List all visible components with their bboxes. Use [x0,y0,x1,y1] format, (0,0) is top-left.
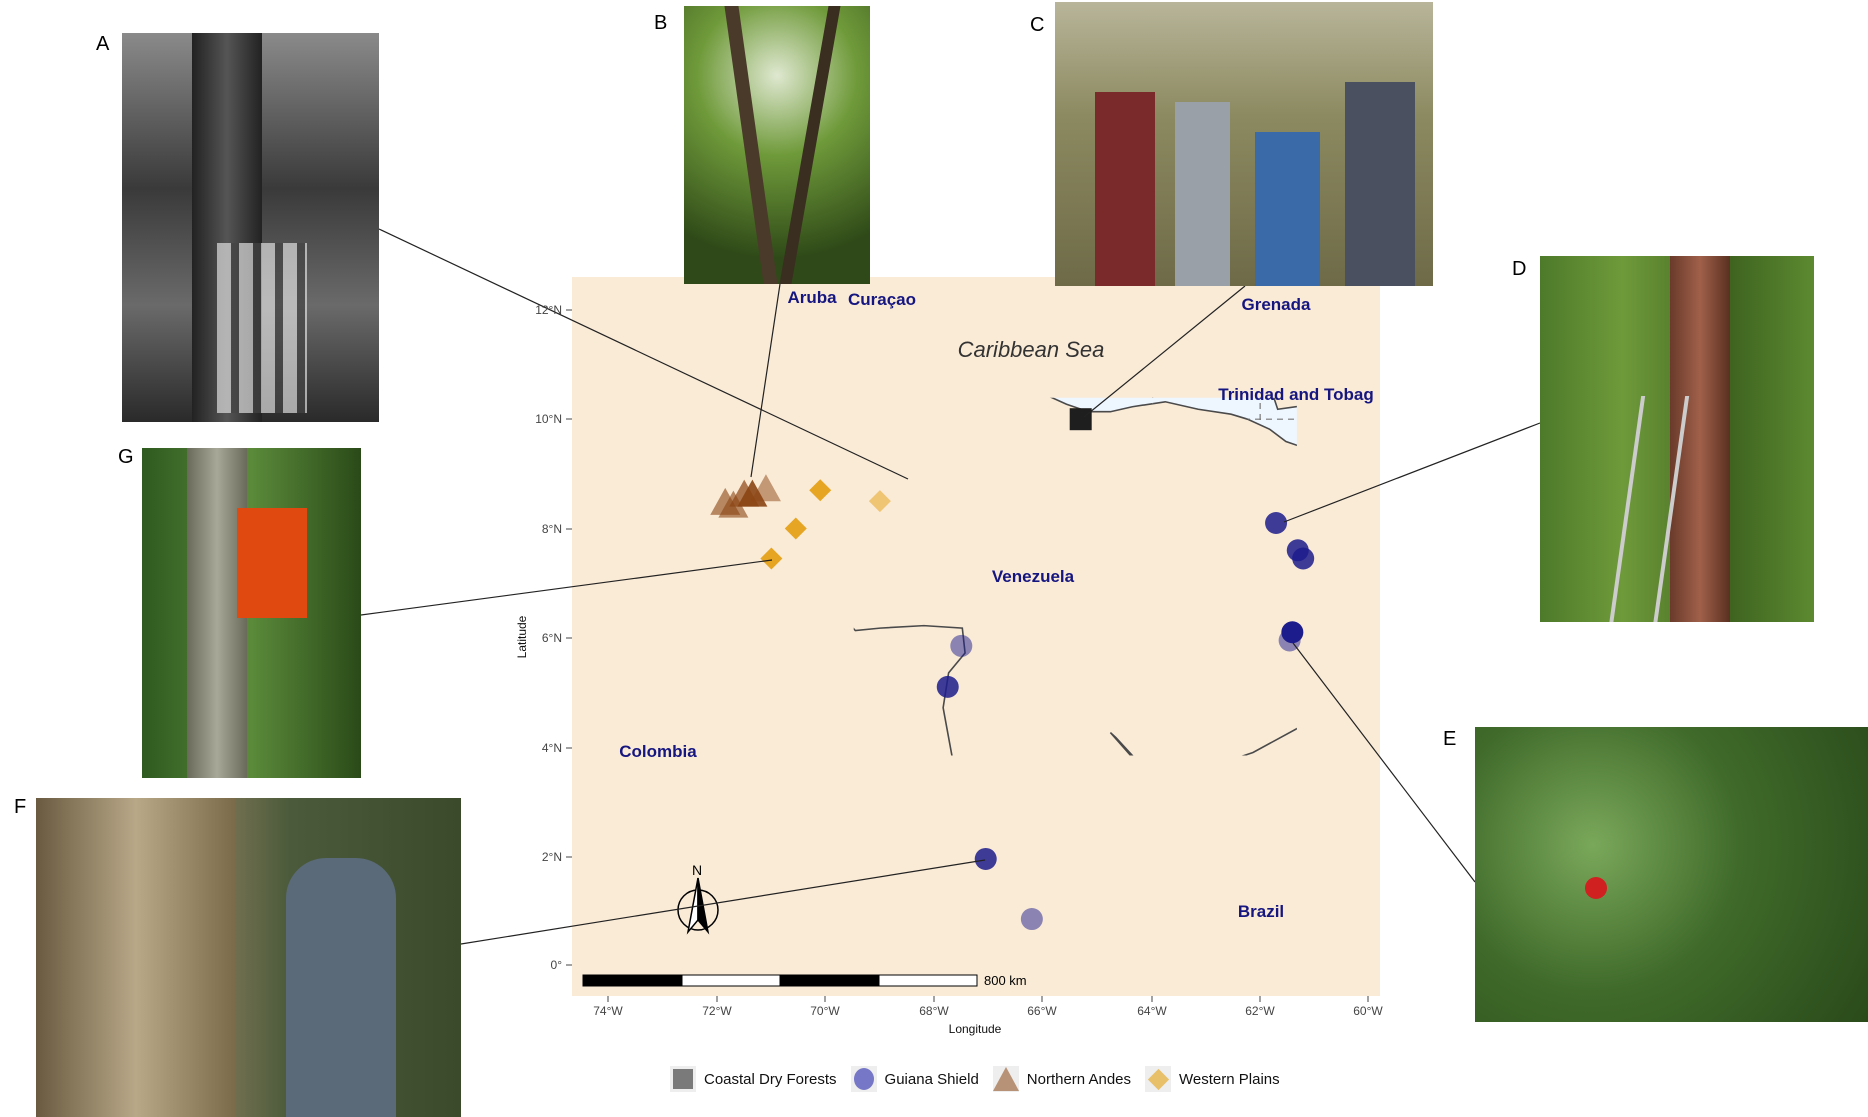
label-venezuela: Venezuela [991,567,1075,586]
label-caribbean-sea: Caribbean Sea [957,337,1105,362]
site-marker-western-plains [784,517,807,540]
legend-label: Guiana Shield [884,1070,979,1088]
label-brazil: Brazil [1237,902,1285,921]
legend-label: Western Plains [1179,1070,1280,1088]
x-tick: 66°W [1027,1004,1057,1018]
square-icon [670,1066,696,1092]
scale-bar-label: 800 km [984,973,1027,988]
photo-d [1540,256,1814,622]
photo-b [684,6,870,284]
label-aruba: Aruba [787,288,837,307]
site-marker-guiana-shield [974,847,997,870]
photo-label-c: C [1030,14,1045,36]
site-marker-guiana-shield [1265,511,1288,534]
legend-label: Northern Andes [1026,1070,1132,1088]
photo-label-g: G [118,446,134,468]
x-axis-title: Longitude [948,1022,1002,1036]
x-tick: 68°W [919,1004,949,1018]
photo-g [142,448,361,778]
photo-label-d: D [1512,258,1527,280]
x-tick: 74°W [593,1004,623,1018]
photo-c [1055,2,1433,286]
sea [572,397,1297,511]
site-marker-western-plains [760,547,783,570]
photo-label-b: B [654,12,668,34]
legend: Coastal Dry Forests Guiana Shield Northe… [670,1066,1284,1092]
photo-e [1475,727,1868,1022]
legend-item-guiana: Guiana Shield [850,1066,979,1092]
y-tick: 2°N [541,850,562,864]
site-marker-northern-andes [750,474,781,502]
country-borders [572,315,1379,997]
site-marker-guiana-shield [950,634,973,657]
islands [809,397,1297,409]
photo-label-f: F [14,796,27,818]
x-tick: 60°W [1353,1004,1383,1018]
site-marker-western-plains [809,479,832,502]
axis-ticks [566,309,1369,1002]
label-curacao: Curaçao [847,290,917,309]
diamond-icon [1145,1066,1172,1092]
scale-bar [582,974,978,987]
site-marker-western-plains [868,490,891,513]
circle-icon [850,1066,877,1092]
site-marker-coastal-dry-forests [1069,408,1092,431]
site-markers [710,408,1315,931]
y-tick: 8°N [541,522,562,536]
y-tick: 12°N [535,303,562,317]
legend-item-plains: Western Plains [1145,1066,1280,1092]
legend-item-coastal: Coastal Dry Forests [670,1066,837,1092]
label-grenada: Grenada [1241,295,1311,314]
photo-a [122,33,379,422]
legend-label: Coastal Dry Forests [704,1070,837,1088]
x-tick: 70°W [810,1004,840,1018]
y-axis-title: Latitude [515,615,529,659]
map-panel [572,277,1380,996]
x-tick: 64°W [1137,1004,1167,1018]
photo-label-a: A [96,33,110,55]
x-tick: 72°W [702,1004,732,1018]
x-tick: 62°W [1245,1004,1275,1018]
y-tick: 10°N [535,412,562,426]
legend-item-andes: Northern Andes [992,1066,1132,1092]
triangle-icon [992,1066,1019,1092]
site-marker-guiana-shield [936,675,959,698]
north-arrow-label: N [692,862,703,878]
label-colombia: Colombia [619,742,697,761]
photo-f [36,798,461,1117]
site-marker-guiana-shield [1020,908,1043,931]
leader-lines [360,228,1541,945]
y-tick: 0° [550,958,562,972]
y-tick: 4°N [541,741,562,755]
site-marker-guiana-shield [1292,547,1315,570]
y-tick: 6°N [541,631,562,645]
photo-label-e: E [1443,728,1457,750]
label-trinidad: Trinidad and Tobag [1218,385,1374,404]
